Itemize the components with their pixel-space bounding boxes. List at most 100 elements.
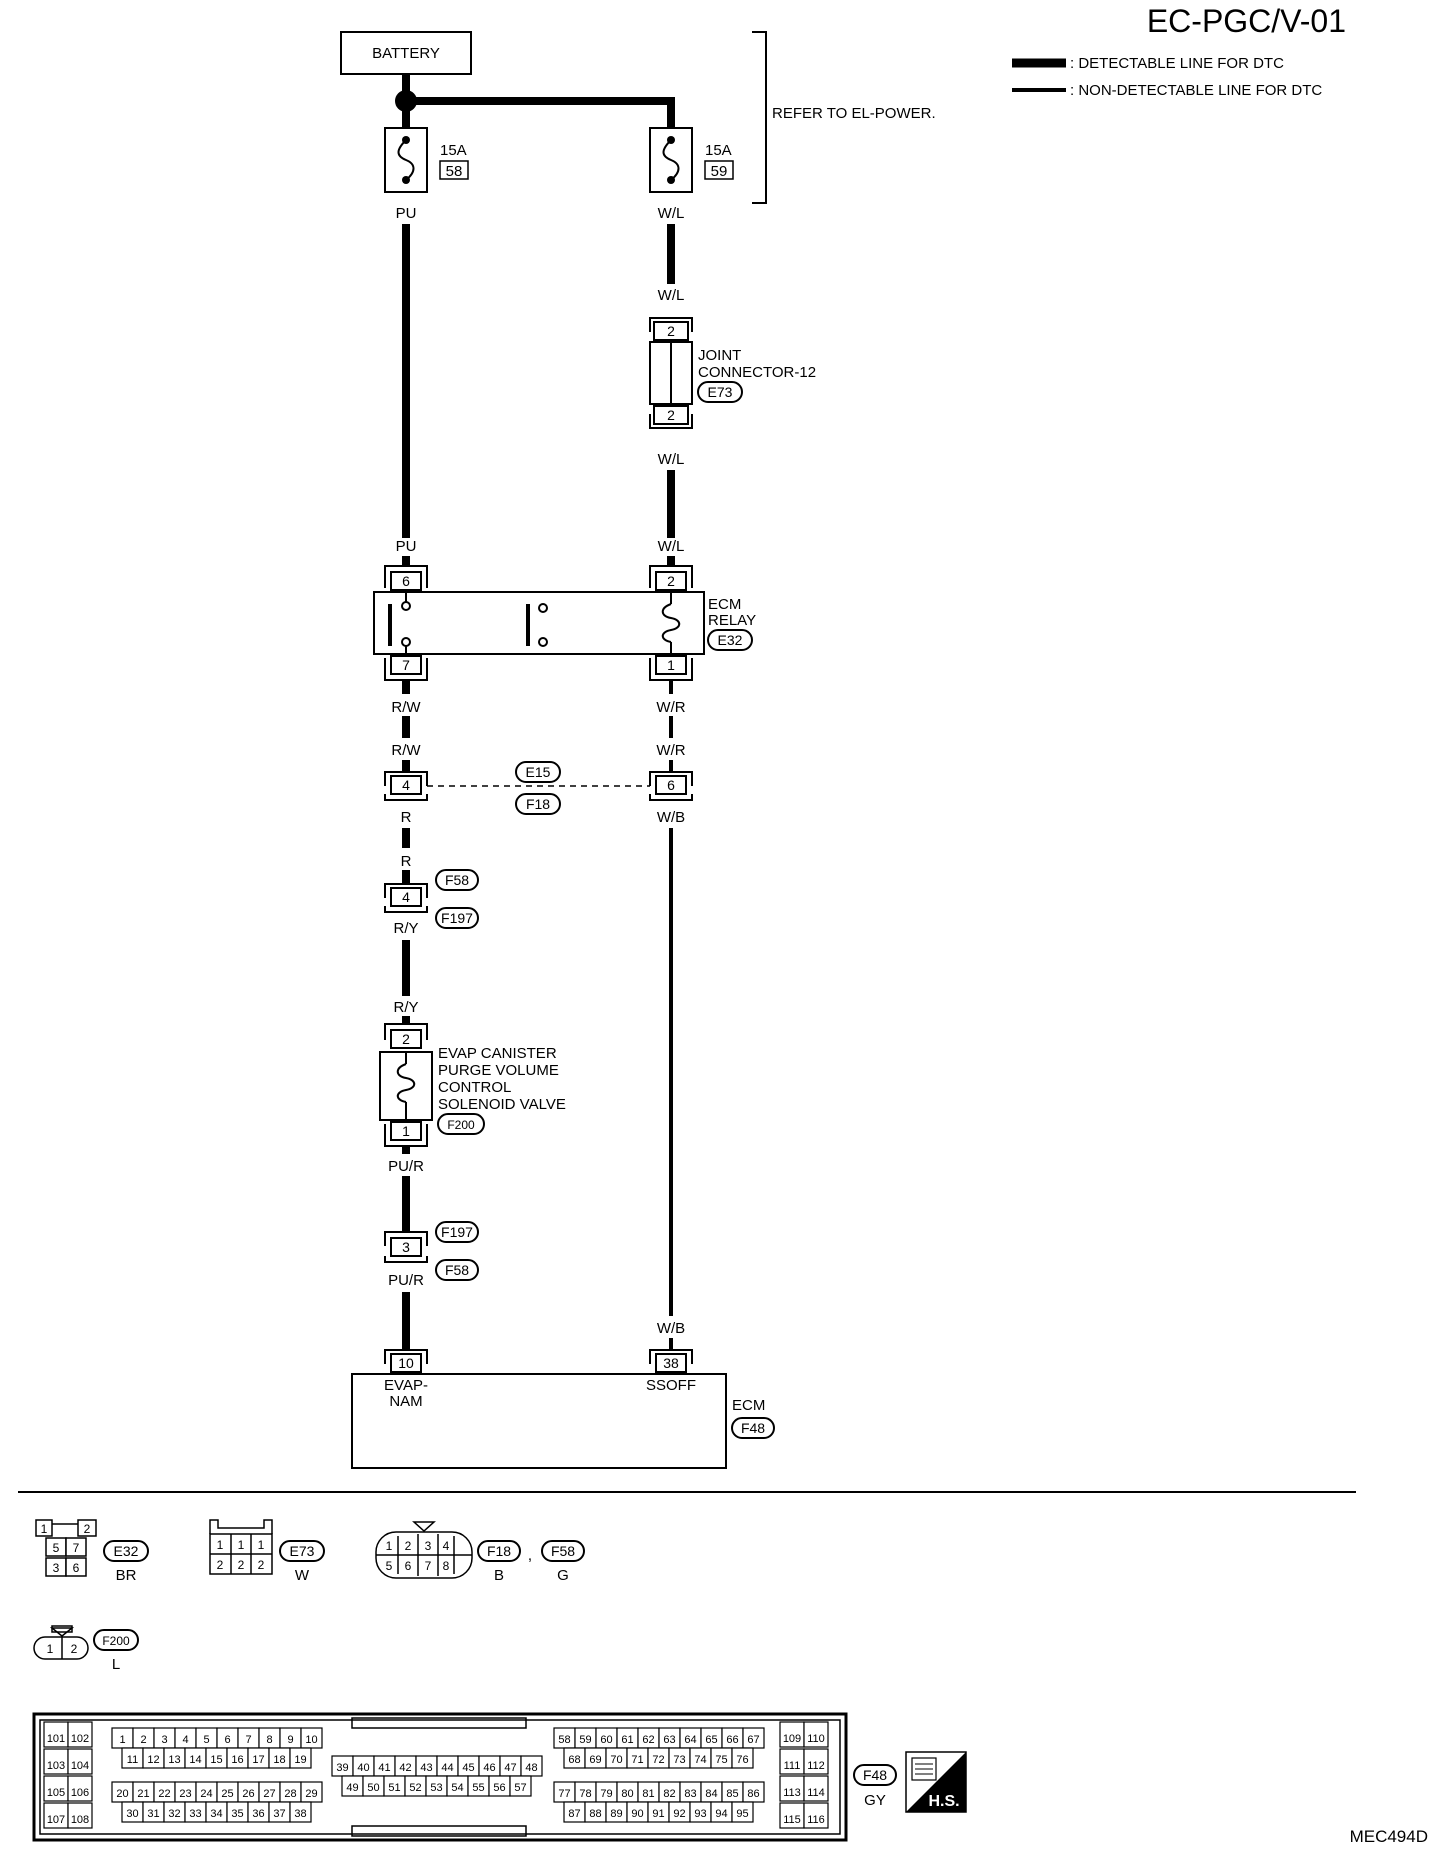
f18-cell: 4 xyxy=(443,1539,450,1553)
f48-pin-number: 45 xyxy=(462,1762,474,1774)
ecm-term-left-line2: NAM xyxy=(389,1393,422,1410)
f48-pin-number: 115 xyxy=(783,1814,801,1826)
ecm-relay: 6 2 7 1 ECM RELAY E32 xyxy=(373,556,756,681)
f18-cell: 7 xyxy=(425,1559,432,1573)
f48-pin-number: 22 xyxy=(158,1788,170,1800)
f48-pin-number: 5 xyxy=(203,1734,209,1746)
e73-cell: 1 xyxy=(258,1538,265,1552)
joint-pin-top: 2 xyxy=(667,323,675,339)
f48-pin-number: 38 xyxy=(294,1808,306,1820)
f48-pin-number: 35 xyxy=(231,1808,243,1820)
f58-color: G xyxy=(557,1567,569,1584)
ecm-pin-left: 10 xyxy=(398,1355,414,1371)
f48-pin-number: 68 xyxy=(568,1754,580,1766)
f48-pin-number: 26 xyxy=(242,1788,254,1800)
f48-pin-number: 50 xyxy=(367,1782,379,1794)
evap-name-line2: PURGE VOLUME xyxy=(438,1062,559,1079)
f48-pin-number: 105 xyxy=(47,1787,65,1799)
f48-pin-number: 84 xyxy=(705,1788,717,1800)
f48-pin-number: 94 xyxy=(715,1808,727,1820)
fuse-59: 15A 59 xyxy=(649,127,734,193)
f48-pin-number: 93 xyxy=(694,1808,706,1820)
ecm-name: ECM xyxy=(732,1397,765,1414)
f48-pin-number: 87 xyxy=(568,1808,580,1820)
f48-pin-number: 23 xyxy=(179,1788,191,1800)
f48-pin-number: 20 xyxy=(116,1788,128,1800)
relay-name-line2: RELAY xyxy=(708,612,756,629)
f48-pin-number: 64 xyxy=(684,1734,696,1746)
e73-cell: 1 xyxy=(217,1538,224,1552)
wire-label-lower-junction-out: PU/R xyxy=(388,1272,424,1289)
f48-pin-number: 88 xyxy=(589,1808,601,1820)
f48-pin-cell xyxy=(67,1802,93,1829)
f48-pin-number: 47 xyxy=(504,1762,516,1774)
e73-cell: 2 xyxy=(258,1558,265,1572)
ecm-term-left-line1: EVAP- xyxy=(384,1377,428,1394)
lower-junction-conn-bottom: F58 xyxy=(445,1262,469,1278)
f48-pin-number: 54 xyxy=(451,1782,463,1794)
f18-cell: 5 xyxy=(386,1559,393,1573)
f48-pin-number: 11 xyxy=(127,1754,138,1766)
connector-view-e32: 1 2 5 7 3 6 E32 BR xyxy=(35,1519,149,1584)
f48-pin-number: 39 xyxy=(336,1762,348,1774)
wire-label-pu-relay-in: PU xyxy=(396,538,417,555)
f48-pin-number: 30 xyxy=(126,1808,138,1820)
f18-cell: 1 xyxy=(386,1539,393,1553)
joint-connector-code: E73 xyxy=(708,384,733,400)
f18-color: B xyxy=(494,1567,504,1584)
f48-pin-number: 31 xyxy=(147,1808,159,1820)
evap-pin-bottom: 1 xyxy=(402,1123,410,1139)
relay-name-line1: ECM xyxy=(708,596,741,613)
evap-pin-top: 2 xyxy=(402,1031,410,1047)
evap-name-line3: CONTROL xyxy=(438,1079,511,1096)
f48-pin-number: 62 xyxy=(642,1734,654,1746)
f48-pin-number: 109 xyxy=(783,1733,801,1745)
f48-pin-number: 13 xyxy=(168,1754,180,1766)
wire-label-junction-right-out: W/B xyxy=(657,809,685,826)
f48-color: GY xyxy=(864,1792,886,1809)
connector-view-f18-f58: 1 2 3 4 5 6 7 8 F18 , F58 B G xyxy=(375,1521,585,1584)
f48-pin-number: 112 xyxy=(807,1760,825,1772)
f48-pin-number: 74 xyxy=(694,1754,706,1766)
f48-pin-number: 108 xyxy=(71,1814,89,1826)
wire-label-wl-relay-in: W/L xyxy=(658,538,685,555)
fuse-58-number: 58 xyxy=(446,163,463,180)
wire-label-fuse58-out: PU xyxy=(396,205,417,222)
e32-cell: 1 xyxy=(41,1522,48,1536)
junction-e15-f18: 4 6 E15 F18 xyxy=(384,760,693,815)
upper-junction-pin: 4 xyxy=(402,889,410,905)
e73-cell: 1 xyxy=(238,1538,245,1552)
f48-pin-number: 83 xyxy=(684,1788,696,1800)
f48-pin-number: 80 xyxy=(621,1788,633,1800)
f48-pin-number: 113 xyxy=(783,1787,801,1799)
connector-view-f200: 1 2 F200 L xyxy=(33,1625,139,1673)
f48-pin-number: 103 xyxy=(47,1760,65,1772)
wire-label-relay-right-out: W/R xyxy=(656,699,685,716)
f48-pin-number: 81 xyxy=(642,1788,654,1800)
f48-pin-cell xyxy=(67,1775,93,1802)
f48-pin-number: 10 xyxy=(305,1734,317,1746)
wire-label-junction-right-in: W/R xyxy=(656,742,685,759)
evap-name-line4: SOLENOID VALVE xyxy=(438,1096,566,1113)
wire-label-joint-out: W/L xyxy=(658,451,685,468)
f48-pin-number: 21 xyxy=(137,1788,149,1800)
f48-pin-number: 56 xyxy=(493,1782,505,1794)
f48-pin-cell xyxy=(509,1775,532,1797)
f48-pin-number: 102 xyxy=(71,1733,89,1745)
f48-pin-number: 48 xyxy=(525,1762,537,1774)
evap-name-line1: EVAP CANISTER xyxy=(438,1045,557,1062)
f48-pin-number: 12 xyxy=(147,1754,159,1766)
e32-cell: 6 xyxy=(73,1561,80,1575)
f48-pin-number: 55 xyxy=(472,1782,484,1794)
wire-label-relay-left-out: R/W xyxy=(391,699,421,716)
f48-pin-number: 71 xyxy=(631,1754,643,1766)
f48-pin-number: 34 xyxy=(210,1808,222,1820)
f48-pin-cell xyxy=(803,1748,829,1775)
f48-pin-cell xyxy=(289,1747,312,1769)
f48-pin-number: 3 xyxy=(161,1734,167,1746)
figure-code: MEC494D xyxy=(1350,1827,1428,1846)
wire-label-evap-in: R/Y xyxy=(393,999,418,1016)
junction-f58-f197-upper: 4 F58 F197 xyxy=(384,869,479,929)
junction-conn-top: E15 xyxy=(526,764,551,780)
